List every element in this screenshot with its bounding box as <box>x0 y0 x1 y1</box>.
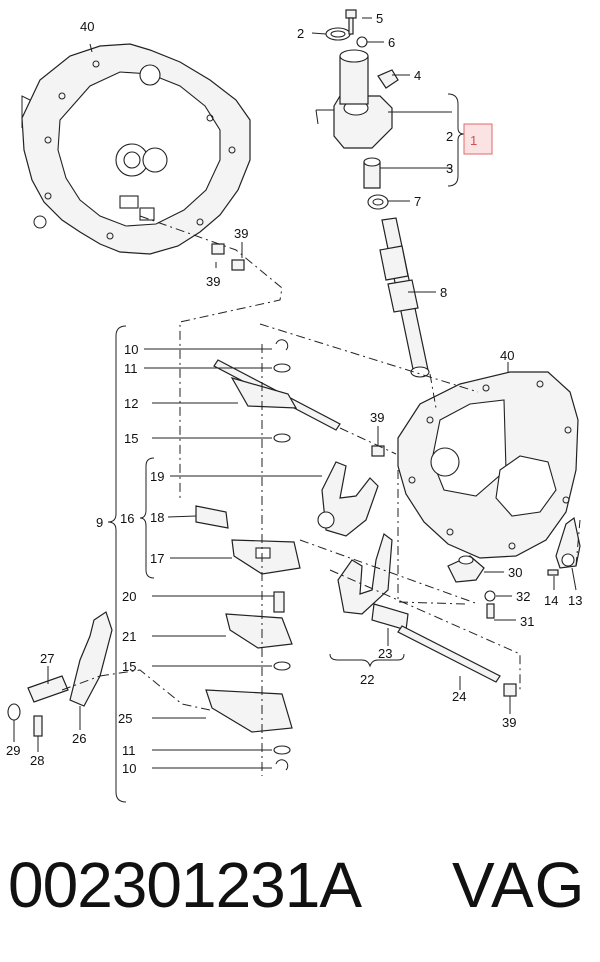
callout-21: 21 <box>122 629 136 644</box>
callout-9: 9 <box>96 515 103 530</box>
callout-39-mid: 39 <box>370 410 384 425</box>
callout-39-top: 39 <box>234 226 248 241</box>
gearbox-housing-right <box>397 371 579 559</box>
pin-28 <box>33 715 43 737</box>
selector-shaft-8 <box>379 217 430 378</box>
callout-39-top-b: 39 <box>206 274 220 289</box>
callout-22: 22 <box>360 672 374 687</box>
washer-11-bottom <box>273 745 291 755</box>
callout-13: 13 <box>568 593 582 608</box>
part-number: 002301231A <box>8 849 362 921</box>
selector-housing-assembly <box>315 49 399 149</box>
circlip-10-bottom <box>275 759 289 771</box>
bearing-support-30 <box>447 555 485 583</box>
selector-fork-13 <box>555 516 581 569</box>
bushes-39-top-left <box>211 243 245 271</box>
callout-26: 26 <box>72 731 86 746</box>
selector-fork-19 <box>317 461 379 537</box>
callout-18: 18 <box>150 510 164 525</box>
brace-22 <box>329 653 405 668</box>
brace-16 <box>139 457 155 579</box>
callout-10-top: 10 <box>124 342 138 357</box>
callout-28: 28 <box>30 753 44 768</box>
circlip-10-top <box>275 339 289 351</box>
callout-2b: 2 <box>446 129 453 144</box>
callout-3: 3 <box>446 161 453 176</box>
bush-3 <box>363 157 381 189</box>
leader-lines <box>13 17 577 769</box>
selector-rod-12 <box>213 359 341 431</box>
callout-40: 40 <box>80 19 94 34</box>
sleeve-27 <box>27 675 69 703</box>
callout-10-bottom: 10 <box>122 761 136 776</box>
plate-25 <box>205 689 293 733</box>
gearbox-housing-top-left <box>21 43 251 255</box>
washer-11-top <box>273 363 291 373</box>
callout-11-bottom: 11 <box>122 743 136 758</box>
callout-30: 30 <box>508 565 522 580</box>
callout-6: 6 <box>388 35 395 50</box>
brace-9 <box>107 325 127 803</box>
plate-21 <box>225 613 293 649</box>
callout-29: 29 <box>6 743 20 758</box>
callout-27: 27 <box>40 651 54 666</box>
bolt-5 <box>345 9 357 35</box>
lever-26 <box>69 611 113 707</box>
brand-label: VAG <box>452 849 586 921</box>
callout-1: 1 <box>470 133 477 148</box>
callout-17: 17 <box>150 551 164 566</box>
sealing-ring-2 <box>325 27 351 41</box>
washer-15-bottom <box>273 661 291 671</box>
seal-7 <box>367 194 389 210</box>
callout-8: 8 <box>440 285 447 300</box>
callout-31: 31 <box>520 614 534 629</box>
diagram-canvas: 40 5 2 6 4 2 1 3 7 8 39 39 10 11 12 15 4… <box>6 9 582 803</box>
callout-32: 32 <box>516 589 530 604</box>
pin-14 <box>547 569 559 576</box>
selector-fork-22 <box>337 533 393 615</box>
selector-rod-24 <box>397 625 501 683</box>
sleeve-18 <box>195 505 229 529</box>
bolt-31 <box>486 603 495 619</box>
callout-16: 16 <box>120 511 134 526</box>
callout-11-top: 11 <box>124 361 138 376</box>
callout-5: 5 <box>376 11 383 26</box>
callout-25: 25 <box>118 711 132 726</box>
callout-14: 14 <box>544 593 558 608</box>
plate-17 <box>231 539 301 575</box>
callout-7: 7 <box>414 194 421 209</box>
pin-20 <box>273 591 285 613</box>
callout-labels: 40 5 2 6 4 2 1 3 7 8 39 39 10 11 12 15 4… <box>6 11 582 776</box>
washer-32 <box>484 590 496 602</box>
callout-24: 24 <box>452 689 466 704</box>
callout-40-right: 40 <box>500 348 514 363</box>
bush-39-bottom <box>503 683 517 697</box>
callout-15-top: 15 <box>124 431 138 446</box>
highlight-box-1 <box>463 123 493 155</box>
washer-6 <box>356 36 368 48</box>
callout-12: 12 <box>124 396 138 411</box>
callout-4: 4 <box>414 68 421 83</box>
callout-23: 23 <box>378 646 392 661</box>
callout-39-bottom: 39 <box>502 715 516 730</box>
cap-29 <box>7 703 21 721</box>
callout-20: 20 <box>122 589 136 604</box>
callout-15-bottom: 15 <box>122 659 136 674</box>
footer: 002301231A VAG <box>0 838 600 938</box>
washer-15-top <box>273 433 291 443</box>
callout-19: 19 <box>150 469 164 484</box>
callout-2: 2 <box>297 26 304 41</box>
assembly-paths <box>61 215 581 776</box>
